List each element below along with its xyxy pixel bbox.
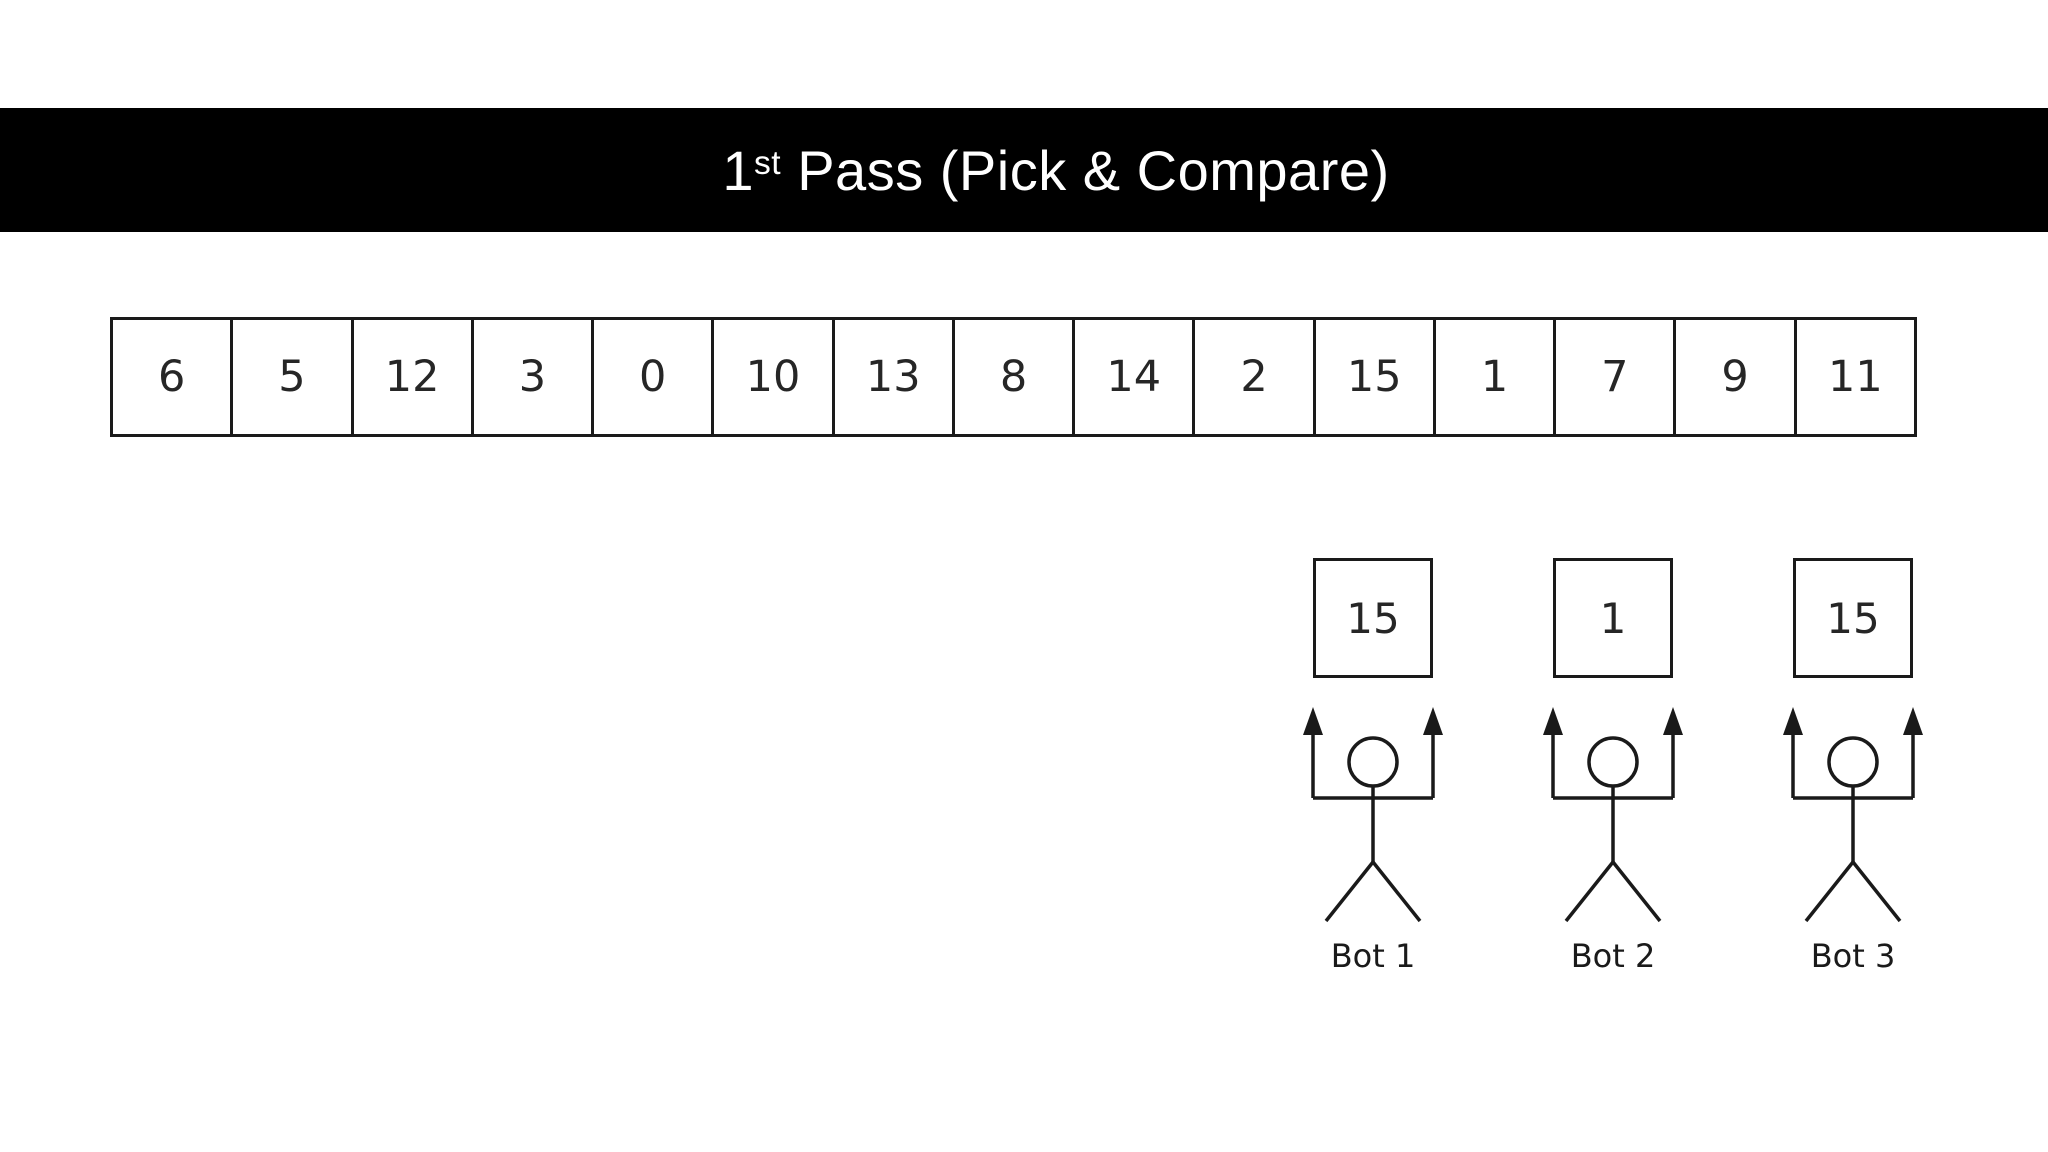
array-cell: 12 (354, 320, 474, 434)
held-value: 1 (1599, 593, 1627, 643)
bot-stick-figure (1303, 707, 1443, 923)
bot-right-leg (1371, 860, 1422, 923)
held-value-box: 15 (1313, 558, 1433, 678)
bot-stick-figure (1543, 707, 1683, 923)
bot-head (1827, 736, 1879, 788)
up-arrow-left-icon (1303, 707, 1323, 798)
slide-title: 1st Pass (Pick & Compare) (722, 138, 1389, 203)
bot-right-leg (1851, 860, 1902, 923)
up-arrow-right-icon (1663, 707, 1683, 798)
title-banner: 1st Pass (Pick & Compare) (0, 108, 2048, 232)
up-arrow-left-icon (1783, 707, 1803, 798)
array-cell: 3 (474, 320, 595, 434)
array-cell: 11 (1827, 352, 1883, 402)
held-value-box: 15 (1793, 558, 1913, 678)
bot-left-leg (1324, 860, 1375, 923)
bot-head (1347, 736, 1399, 788)
array-cell: 5 (233, 320, 354, 434)
array-cell: 2 (1195, 320, 1316, 434)
bot-label: Bot 2 (1570, 937, 1656, 975)
bot-left-leg (1564, 860, 1615, 923)
held-value: 15 (1346, 593, 1400, 643)
array-cell: 6 (113, 320, 234, 434)
array-cell: 14 (1075, 320, 1196, 434)
bot-label: Bot 1 (1330, 937, 1416, 975)
array-cell: 13 (835, 320, 955, 434)
bot-label: Bot 3 (1810, 937, 1896, 975)
bot-stick-figure (1783, 707, 1923, 923)
bot-left-leg (1804, 860, 1855, 923)
array-cell: 7 (1556, 320, 1677, 434)
title-text: Pass (Pick & Compare) (781, 138, 1390, 202)
bot-group: 1 Bot 2 (1533, 558, 1693, 975)
array-cell: 1 (1436, 320, 1557, 434)
held-value-box: 1 (1553, 558, 1673, 678)
bot-group: 15 Bot 3 (1773, 558, 1933, 975)
array-cell: 9 (1676, 320, 1797, 434)
up-arrow-right-icon (1903, 707, 1923, 798)
title-ordinal: 1 (722, 138, 755, 202)
array-cell: 8 (955, 320, 1076, 434)
up-arrow-left-icon (1543, 707, 1563, 798)
array-cell: 0 (594, 320, 715, 434)
up-arrow-right-icon (1423, 707, 1443, 798)
array-cell: 10 (714, 320, 835, 434)
array-cell: 15 (1316, 320, 1436, 434)
title-ordinal-suffix: st (754, 144, 782, 182)
held-value: 15 (1826, 593, 1880, 643)
bot-right-leg (1611, 860, 1662, 923)
bot-group: 15 Bot 1 (1293, 558, 1453, 975)
bot-head (1587, 736, 1639, 788)
